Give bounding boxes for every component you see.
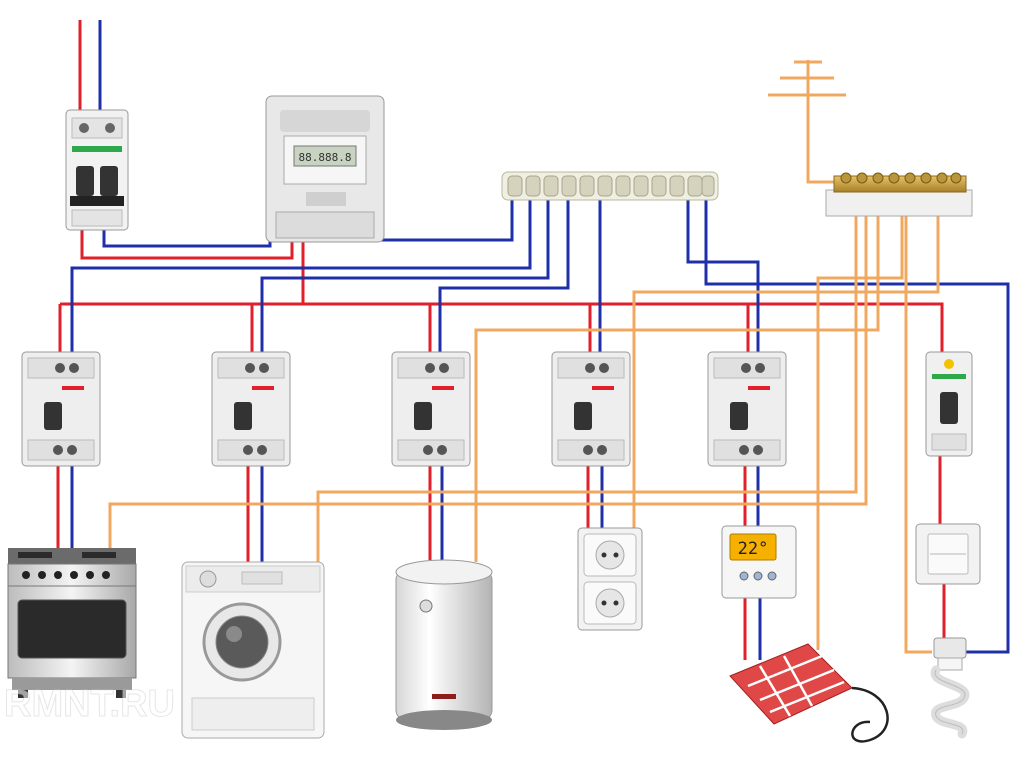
meter-display: 88.888.8 — [299, 151, 352, 164]
neutral-wires — [70, 20, 1010, 660]
neutral-rcbo-2 — [260, 196, 550, 358]
meter-to-busbar-neutral — [358, 196, 514, 242]
ground-socket — [632, 196, 940, 532]
earth-ground-symbol-icon — [768, 60, 846, 97]
light-switch-icon — [915, 523, 981, 585]
electricity-meter: 88.888.8 — [265, 95, 385, 243]
phase-wires — [56, 20, 946, 660]
breaker-to-meter-phase — [80, 228, 294, 260]
rcbo-floor-heating — [707, 351, 787, 467]
ground-washer — [316, 196, 858, 562]
light-bulb-icon — [930, 637, 970, 739]
main-circuit-breaker — [65, 109, 129, 231]
ground-heater — [474, 196, 880, 562]
watermark-text: RMNT.RU — [4, 683, 175, 725]
phase-drops — [58, 304, 750, 358]
neutral-to-lamp — [704, 196, 1010, 654]
breaker-to-meter-neutral — [102, 228, 272, 248]
earth-to-ground-bar — [806, 60, 836, 184]
double-power-socket-icon — [577, 527, 643, 631]
thermostat-icon: 22° — [721, 525, 797, 599]
ground-bus-bar — [825, 172, 973, 217]
thermostat-display: 22° — [738, 539, 769, 559]
water-heater-icon — [395, 559, 493, 730]
ground-stove — [108, 196, 868, 548]
neutral-rcbo-5 — [686, 196, 760, 358]
lighting-breaker — [925, 351, 973, 457]
rcbo-washer — [211, 351, 291, 467]
washing-machine-icon — [181, 561, 325, 739]
rcbo-stove — [21, 351, 101, 467]
gas-stove-icon — [7, 548, 137, 698]
rcbo-socket — [551, 351, 631, 467]
neutral-rcbo-1 — [70, 196, 532, 358]
neutral-terminal-block — [501, 171, 719, 201]
neutral-rcbo-3 — [438, 196, 570, 358]
floor-heating-mat-icon — [729, 643, 889, 743]
ground-lamp — [904, 196, 932, 654]
rcbo-water-heater — [391, 351, 471, 467]
phase-bus-line — [60, 302, 944, 360]
ground-wires — [108, 60, 940, 654]
ground-floor-heat — [816, 196, 904, 650]
